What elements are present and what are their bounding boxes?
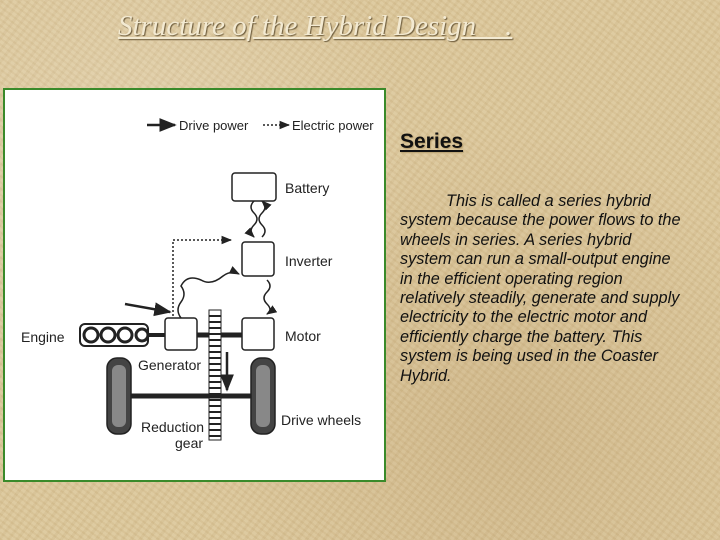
battery-box [231,172,277,202]
inverter-label: Inverter [285,253,333,269]
inverter-box [241,241,275,277]
reduction-gear-label-1: Reduction [141,419,204,435]
svg-text:Electric power: Electric power [292,118,374,133]
drive-wheels-label: Drive wheels [281,412,361,428]
hybrid-diagram: Drive power Electric power Battery Inver… [3,88,386,482]
drive-wheels [106,357,276,435]
reduction-gear [208,309,222,441]
motor-label: Motor [285,328,321,344]
generator-box [164,317,198,351]
legend-electric-power: Electric power [263,118,374,133]
series-description: This is called a series hybrid system be… [400,192,681,385]
generator-label: Generator [138,357,201,373]
series-heading: Series [400,130,464,153]
hybrid-diagram-svg: Drive power Electric power Battery Inver… [21,118,374,451]
legend-drive-power: Drive power [147,118,249,133]
motor-box [241,317,275,351]
reduction-gear-label-2: gear [175,435,203,451]
svg-text:Drive power: Drive power [179,118,249,133]
engine-label: Engine [21,329,65,345]
battery-label: Battery [285,180,329,196]
engine-block [79,323,150,347]
slide-title: Structure of the Hybrid Design . [118,10,513,42]
